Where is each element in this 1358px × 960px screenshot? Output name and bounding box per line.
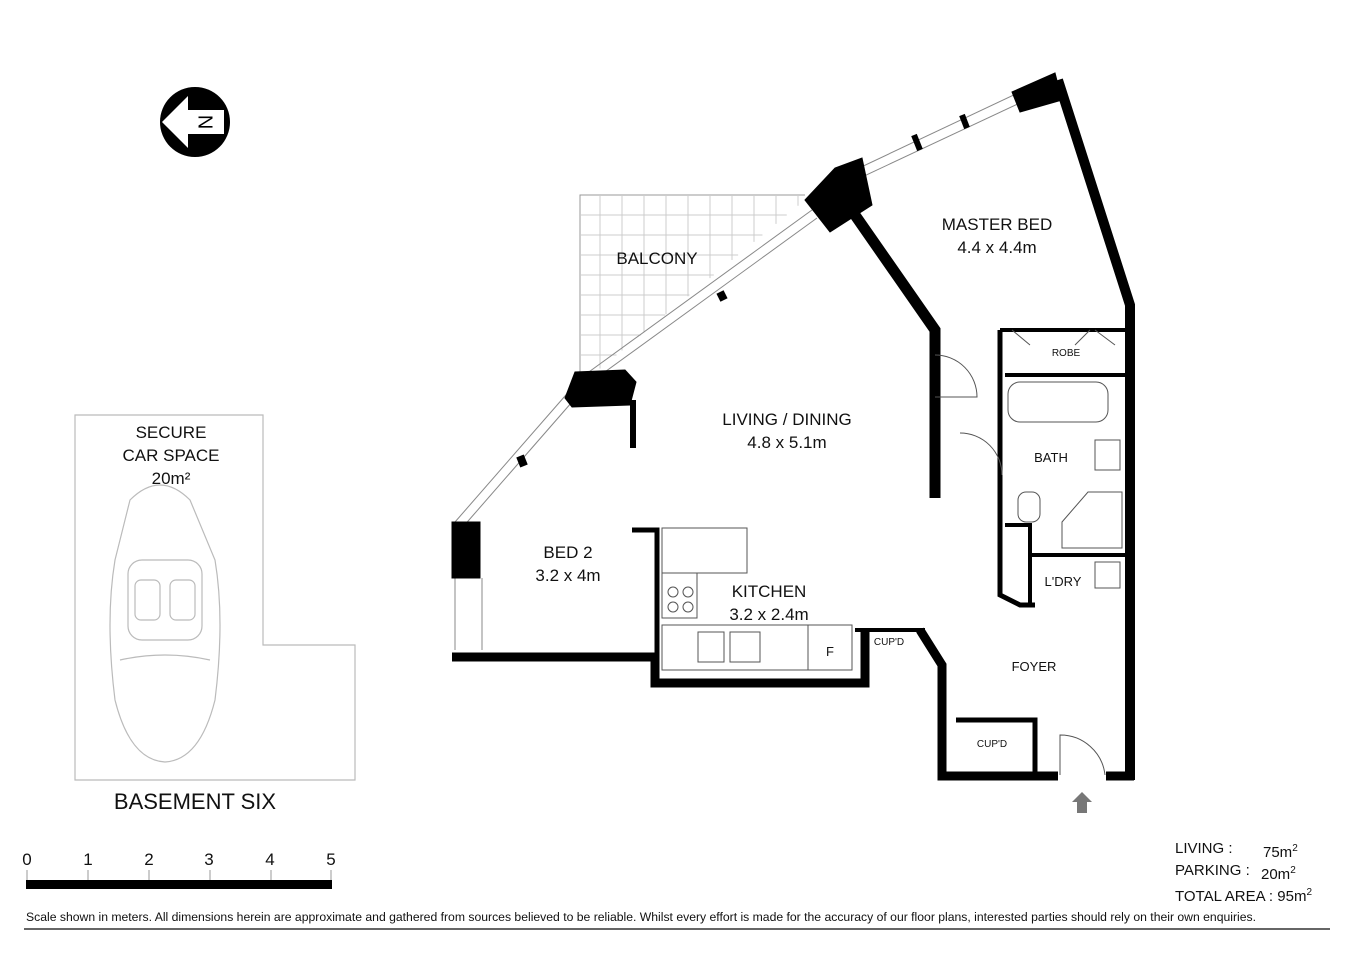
- balcony-tiles: [579, 194, 805, 385]
- room-name: MASTER BED: [941, 215, 1053, 234]
- area-parking: PARKING : 20m2: [1175, 860, 1296, 883]
- north-arrow-icon: N: [160, 87, 230, 157]
- room-dims: 3.2 x 2.4m: [729, 605, 809, 624]
- scale-tick: 0: [22, 850, 32, 869]
- room-balcony: BALCONY: [616, 249, 698, 268]
- area-living: LIVING : 75m2: [1175, 838, 1298, 861]
- room-master-bed: MASTER BED 4.4 x 4.4m: [942, 213, 1053, 259]
- walls: [451, 72, 1135, 781]
- area-total: TOTAL AREA : 95m2: [1175, 882, 1312, 908]
- fridge-label: F: [826, 644, 834, 659]
- room-name: BED 2: [543, 543, 593, 562]
- car-space-area: 20m²: [151, 469, 191, 488]
- room-dims: 3.2 x 4m: [535, 566, 601, 585]
- disclaimer: Scale shown in meters. All dimensions he…: [26, 910, 1256, 924]
- windows: [454, 91, 1025, 650]
- car-space-label: SECURE CAR SPACE 20m²: [123, 421, 220, 490]
- scale-tick: 2: [144, 850, 154, 869]
- area-value: 95m2: [1277, 887, 1313, 905]
- room-cupboard: CUP'D: [976, 739, 1008, 750]
- level-label: BASEMENT SIX: [113, 789, 277, 814]
- room-bath: BATH: [1034, 450, 1068, 465]
- room-dims: 4.8 x 5.1m: [747, 433, 827, 452]
- fixtures: [661, 329, 1123, 776]
- room-foyer: FOYER: [1011, 659, 1057, 674]
- scale-tick: 5: [326, 850, 336, 869]
- car-space-line: CAR SPACE: [122, 446, 220, 465]
- car-space-outline: [74, 414, 356, 781]
- scale-tick: 1: [83, 850, 93, 869]
- room-robe: ROBE: [1051, 348, 1081, 359]
- scale-tick: 3: [204, 850, 214, 869]
- room-bed2: BED 2 3.2 x 4m: [535, 541, 600, 587]
- room-name: KITCHEN: [731, 582, 807, 601]
- area-label: LIVING :: [1175, 840, 1233, 857]
- room-dims: 4.4 x 4.4m: [957, 238, 1037, 257]
- area-value: 75m2: [1263, 843, 1298, 861]
- room-kitchen: KITCHEN 3.2 x 2.4m: [729, 580, 808, 626]
- entry-arrow-icon: [1072, 792, 1092, 813]
- area-value: 20m2: [1261, 865, 1296, 883]
- car-space-line: SECURE: [135, 423, 207, 442]
- room-cupboard: CUP'D: [873, 637, 905, 648]
- scale-bar: [26, 870, 332, 889]
- svg-text:N: N: [195, 115, 217, 129]
- room-laundry: L'DRY: [1044, 574, 1082, 589]
- area-label: PARKING :: [1175, 862, 1250, 879]
- area-label: TOTAL AREA :: [1175, 888, 1274, 905]
- room-name: LIVING / DINING: [722, 410, 852, 429]
- room-living: LIVING / DINING 4.8 x 5.1m: [722, 408, 851, 454]
- scale-tick: 4: [265, 850, 275, 869]
